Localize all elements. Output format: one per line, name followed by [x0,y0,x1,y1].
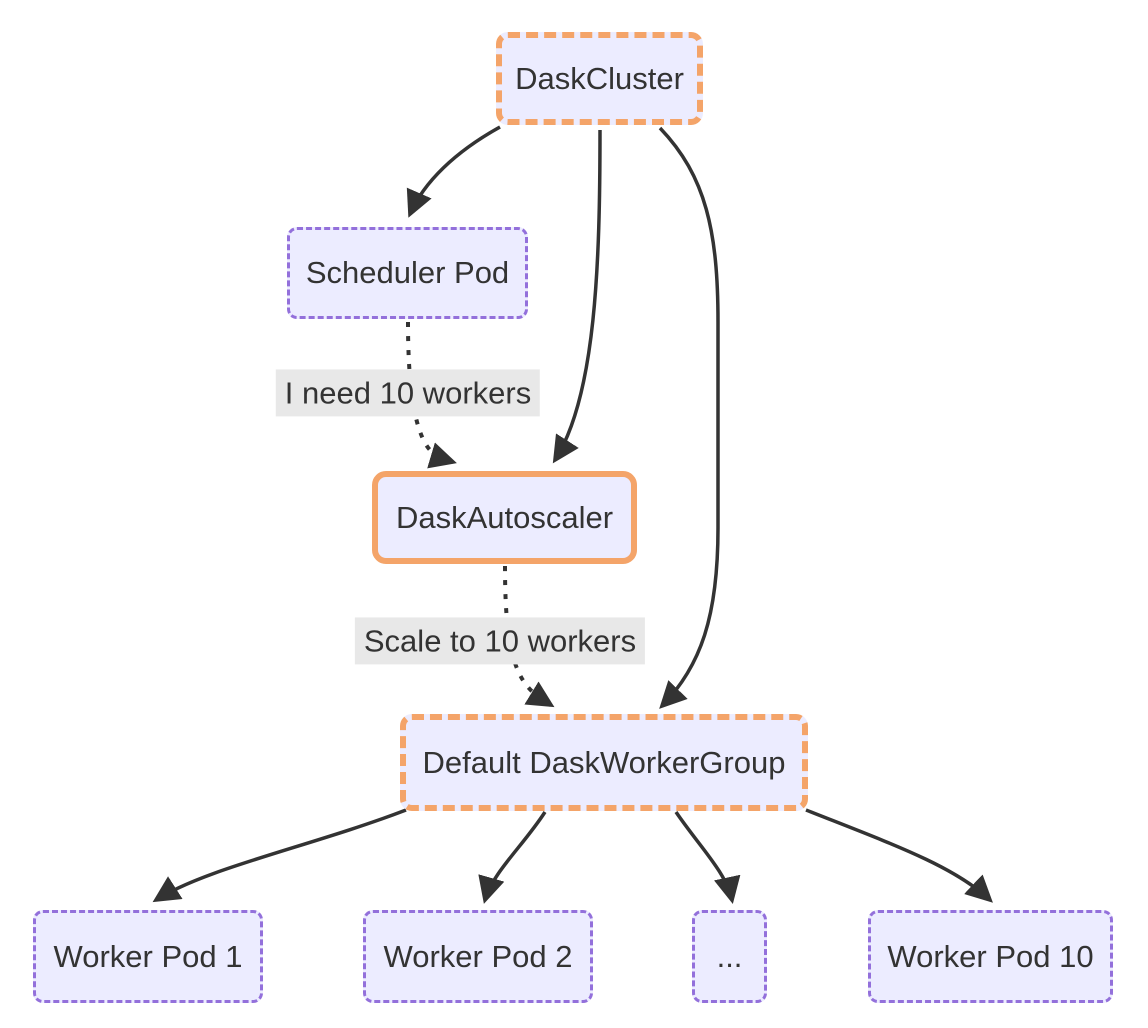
node-worker-pod-1-label: Worker Pod 1 [53,938,243,974]
edge-label-need-workers: I need 10 workers [275,369,541,417]
node-worker-pod-ellipsis-label: ... [716,938,743,974]
node-worker-pod-ellipsis: ... [692,910,767,1003]
edge-workergroup-to-workerpod2 [478,811,547,904]
edge-workergroup-to-ellipsis [674,811,741,904]
edge-workergroup-to-workerpod1 [152,808,407,903]
node-default-dask-worker-group: Default DaskWorkerGroup [400,714,808,811]
node-dask-autoscaler: DaskAutoscaler [372,471,637,564]
node-worker-pod-10-label: Worker Pod 10 [887,938,1094,974]
edge-daskcluster-to-schedulerpod [406,125,501,218]
node-dask-cluster: DaskCluster [496,32,703,125]
edge-daskcluster-to-workergroup [658,126,720,709]
node-worker-pod-2-label: Worker Pod 2 [383,938,573,974]
node-scheduler-pod: Scheduler Pod [287,227,528,319]
node-worker-pod-1: Worker Pod 1 [33,910,263,1003]
edge-daskcluster-to-daskautoscaler [552,129,602,464]
edge-schedulerpod-to-daskautoscaler [406,321,457,469]
node-worker-pod-2: Worker Pod 2 [363,910,593,1003]
node-dask-cluster-label: DaskCluster [515,60,684,96]
node-scheduler-pod-label: Scheduler Pod [305,255,510,291]
node-worker-pod-10: Worker Pod 10 [868,910,1113,1003]
edge-workergroup-to-workerpod10 [805,808,993,903]
node-dask-autoscaler-label: DaskAutoscaler [395,499,614,535]
edge-label-scale-workers: Scale to 10 workers [354,617,646,665]
node-default-dask-worker-group-label: Default DaskWorkerGroup [422,744,786,780]
